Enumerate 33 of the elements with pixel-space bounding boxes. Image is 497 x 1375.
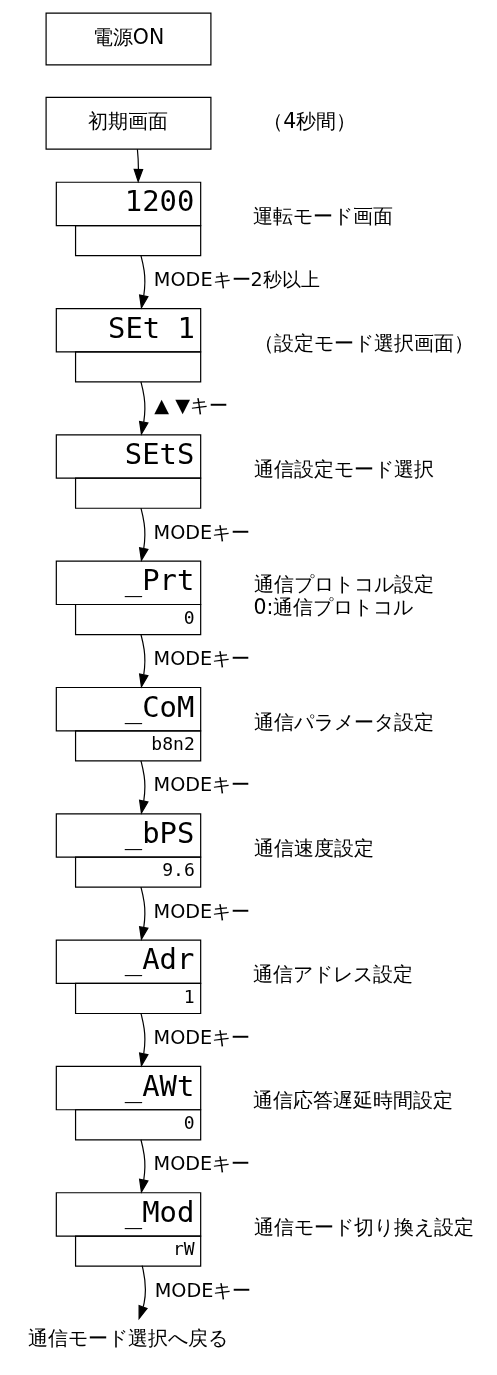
arrow [138, 254, 149, 310]
node-label: （4秒間） [263, 109, 357, 134]
node-label: 0:通信プロトコル [253, 594, 414, 619]
arrow [138, 886, 149, 942]
node-label: （設定モード選択画面） [253, 330, 474, 355]
node-box: 初期画面 [45, 96, 212, 150]
edge-label: MODEキー [153, 1152, 251, 1176]
edge-label: MODEキー2秒以上 [153, 268, 320, 292]
node-box: 電源ON [45, 12, 212, 66]
edge-label: MODEキー [153, 520, 251, 544]
edge-label: MODEキー [153, 773, 251, 797]
arrow [138, 1139, 149, 1194]
arrow [138, 507, 149, 563]
node-label: 通信応答遅延時間設定 [253, 1088, 454, 1113]
arrow [138, 1012, 149, 1068]
node-label: 通信モード切り換え設定 [253, 1214, 474, 1239]
edge-label: ▲ ▼キー [154, 394, 228, 418]
edge-label: MODEキー [154, 1278, 252, 1302]
arrow [138, 760, 149, 815]
edge-label: MODEキー [153, 899, 251, 923]
node-label: 通信速度設定 [253, 835, 374, 860]
edge-label: MODEキー [153, 647, 251, 670]
node-label: 通信プロトコル設定 [253, 571, 434, 596]
arrow [133, 148, 144, 184]
arrow [138, 381, 149, 436]
arrow [138, 633, 149, 689]
edge-label: MODEキー [153, 1025, 251, 1049]
node-label: 通信設定モード選択 [253, 456, 434, 481]
node-label: 運転モード画面 [253, 204, 394, 229]
node-label: 通信アドレス設定 [253, 962, 414, 987]
node-text: 通信モード選択へ戻る [28, 1326, 229, 1351]
arrow [138, 1265, 149, 1321]
node-label: 通信パラメータ設定 [253, 709, 434, 734]
